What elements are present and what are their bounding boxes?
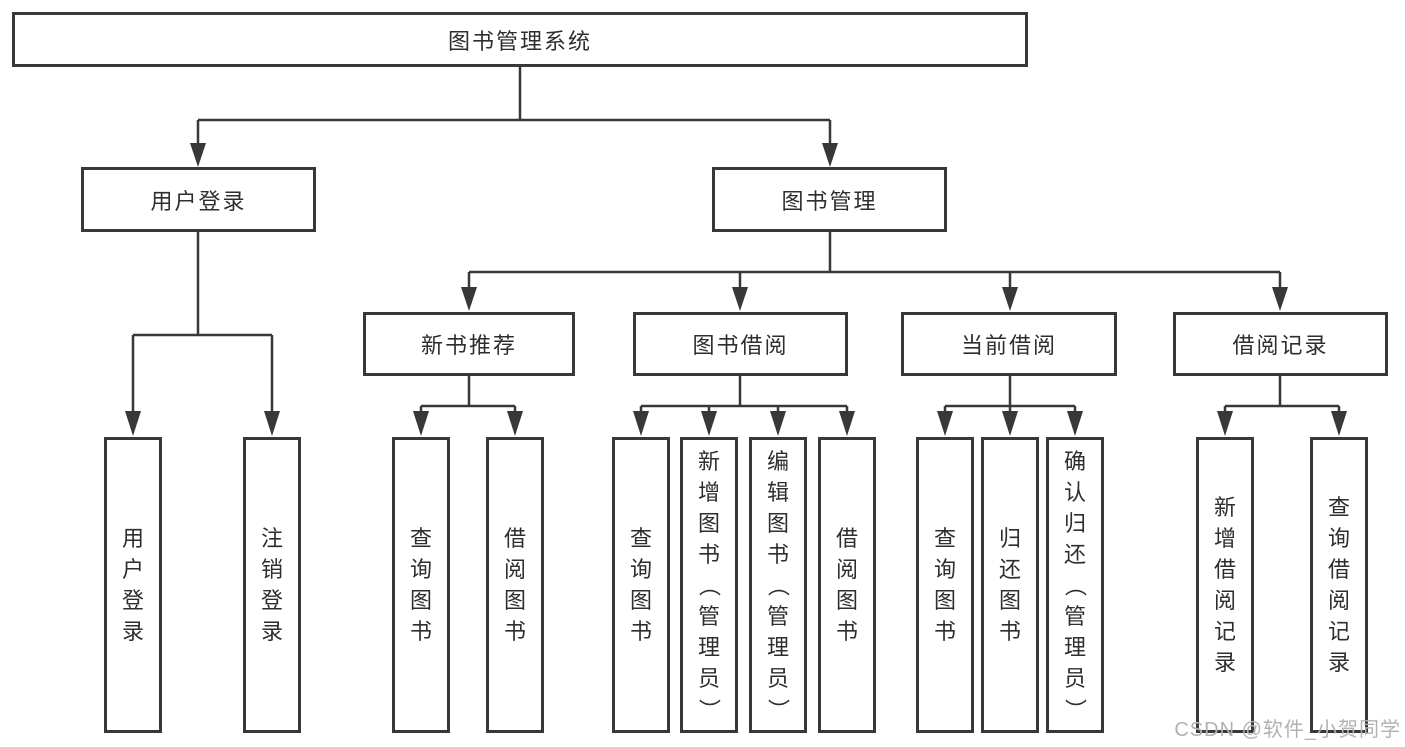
- arrow-down-icon: [1002, 411, 1018, 436]
- arrow-down-icon: [839, 411, 855, 436]
- arrow-down-icon: [732, 287, 748, 311]
- arrow-down-icon: [1002, 287, 1018, 311]
- node-book-management: 图书管理: [712, 167, 947, 232]
- leaf-query-books-recommend: 查询图书: [392, 437, 450, 733]
- leaf-add-borrow-record: 新增借阅记录: [1196, 437, 1254, 733]
- leaf-edit-books-admin-label: 编辑图书（管理员）: [765, 448, 791, 721]
- node-book-borrow-label: 图书借阅: [692, 333, 789, 358]
- leaf-query-borrow-record: 查询借阅记录: [1310, 437, 1368, 733]
- connector-new-book-recommend: [419, 376, 517, 412]
- leaf-edit-books-admin: 编辑图书（管理员）: [749, 437, 807, 733]
- connector-root: [196, 67, 832, 144]
- leaf-borrow-books-recommend-label: 借阅图书: [503, 526, 526, 644]
- node-book-borrow: 图书借阅: [633, 312, 848, 376]
- leaf-logout-label: 注销登录: [260, 526, 283, 644]
- csdn-watermark: CSDN @软件_小贺同学: [1174, 719, 1401, 741]
- leaf-borrow-books-recommend: 借阅图书: [486, 437, 544, 733]
- connector-user-login: [131, 232, 274, 412]
- arrow-down-icon: [413, 411, 429, 436]
- leaf-query-books-current-label: 查询图书: [933, 526, 956, 644]
- arrow-down-icon: [507, 411, 523, 436]
- arrow-down-icon: [461, 287, 477, 311]
- arrow-down-icon: [1331, 411, 1347, 436]
- connector-current-borrow: [943, 376, 1077, 412]
- arrow-down-icon: [264, 411, 280, 436]
- arrow-down-icon: [1217, 411, 1233, 436]
- node-root-label: 图书管理系统: [447, 28, 592, 54]
- arrow-down-icon: [1272, 287, 1288, 311]
- leaf-query-books-current: 查询图书: [916, 437, 974, 733]
- node-current-borrow-label: 当前借阅: [960, 333, 1057, 358]
- leaf-user-login-label: 用户登录: [121, 526, 144, 644]
- leaf-return-books-label: 归还图书: [998, 526, 1021, 644]
- arrow-down-icon: [633, 411, 649, 436]
- arrow-down-icon: [190, 143, 206, 167]
- node-current-borrow: 当前借阅: [901, 312, 1117, 376]
- connector-book-management: [467, 232, 1282, 288]
- arrow-down-icon: [125, 411, 141, 436]
- leaf-query-books-borrow: 查询图书: [612, 437, 670, 733]
- arrowheads: [125, 143, 1347, 436]
- arrow-down-icon: [770, 411, 786, 436]
- leaf-return-books: 归还图书: [981, 437, 1039, 733]
- leaf-confirm-return-admin-label: 确认归还（管理员）: [1062, 448, 1088, 721]
- node-borrow-records: 借阅记录: [1173, 312, 1388, 376]
- node-new-book-recommend-label: 新书推荐: [420, 333, 517, 358]
- connector-borrow-records: [1223, 376, 1341, 412]
- leaf-borrow-books: 借阅图书: [818, 437, 876, 733]
- leaf-add-books-admin-label: 新增图书（管理员）: [696, 448, 722, 721]
- node-user-login-label: 用户登录: [150, 188, 247, 214]
- leaf-borrow-books-label: 借阅图书: [835, 526, 858, 644]
- arrow-down-icon: [822, 143, 838, 167]
- node-borrow-records-label: 借阅记录: [1232, 333, 1329, 358]
- node-root: 图书管理系统: [12, 12, 1028, 67]
- node-user-login: 用户登录: [81, 167, 316, 232]
- arrow-down-icon: [937, 411, 953, 436]
- leaf-add-borrow-record-label: 新增借阅记录: [1213, 495, 1236, 675]
- leaf-query-books-borrow-label: 查询图书: [629, 526, 652, 644]
- arrow-down-icon: [701, 411, 717, 436]
- leaf-query-borrow-record-label: 查询借阅记录: [1327, 495, 1350, 675]
- node-new-book-recommend: 新书推荐: [363, 312, 575, 376]
- leaf-query-books-recommend-label: 查询图书: [409, 526, 432, 644]
- connector-lines: [131, 67, 1341, 412]
- leaf-add-books-admin: 新增图书（管理员）: [680, 437, 738, 733]
- node-book-management-label: 图书管理: [781, 188, 878, 214]
- arrow-down-icon: [1067, 411, 1083, 436]
- leaf-logout: 注销登录: [243, 437, 301, 733]
- leaf-confirm-return-admin: 确认归还（管理员）: [1046, 437, 1104, 733]
- leaf-user-login: 用户登录: [104, 437, 162, 733]
- connector-book-borrow: [639, 376, 849, 412]
